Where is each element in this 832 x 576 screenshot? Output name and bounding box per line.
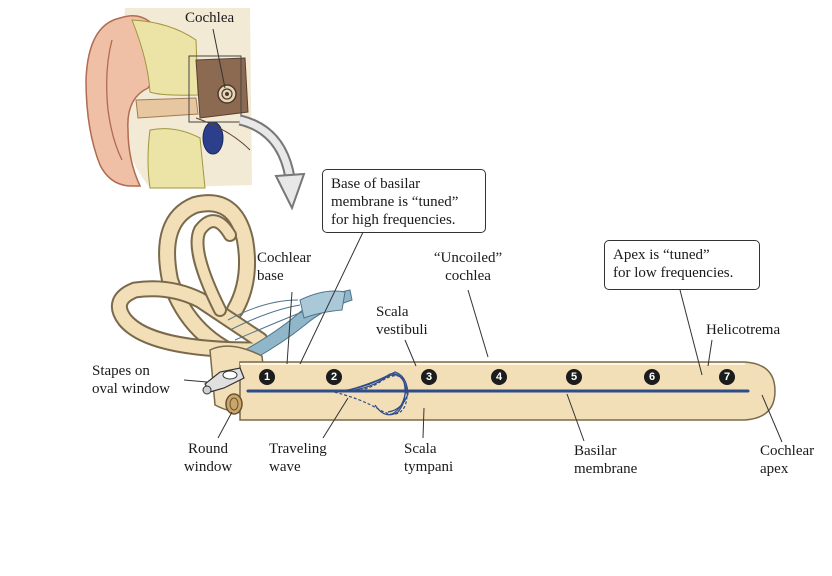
position-marker-4: 4 xyxy=(491,369,507,385)
semicircular-canals xyxy=(110,194,269,369)
stapes-shape xyxy=(202,367,245,395)
label-stapes: Stapes on oval window xyxy=(92,363,170,397)
label-cochlear-base: Cochlear base xyxy=(257,250,312,284)
label-cochlear-apex: Cochlear apex xyxy=(760,443,815,477)
label-basilar-membrane: Basilar membrane xyxy=(574,443,638,477)
label-scala-tympani: Scala tympani xyxy=(404,441,454,475)
label-helicotrema: Helicotrema xyxy=(706,322,781,338)
callout-apex-tuning: Apex is “tuned” for low frequencies. xyxy=(604,240,760,290)
position-marker-7: 7 xyxy=(719,369,735,385)
position-marker-1: 1 xyxy=(259,369,275,385)
zoom-arrow xyxy=(238,114,306,211)
ear-illustration xyxy=(85,8,252,189)
position-marker-2: 2 xyxy=(326,369,342,385)
label-cochlea: Cochlea xyxy=(185,10,235,26)
label-traveling-wave: Traveling wave xyxy=(269,441,327,475)
leader-lines xyxy=(183,227,783,443)
callout-base-tuning: Base of basilar membrane is “tuned” for … xyxy=(322,169,486,233)
label-scala-vestibuli: Scala vestibuli xyxy=(376,304,428,338)
traveling-wave xyxy=(329,371,409,416)
label-round-window: Round window xyxy=(183,441,233,475)
auditory-nerve xyxy=(227,289,353,361)
round-window-shape xyxy=(225,393,243,415)
label-uncoiled-cochlea: “Uncoiled” cochlea xyxy=(433,250,503,284)
position-marker-6: 6 xyxy=(644,369,660,385)
position-marker-3: 3 xyxy=(421,369,437,385)
position-marker-5: 5 xyxy=(566,369,582,385)
